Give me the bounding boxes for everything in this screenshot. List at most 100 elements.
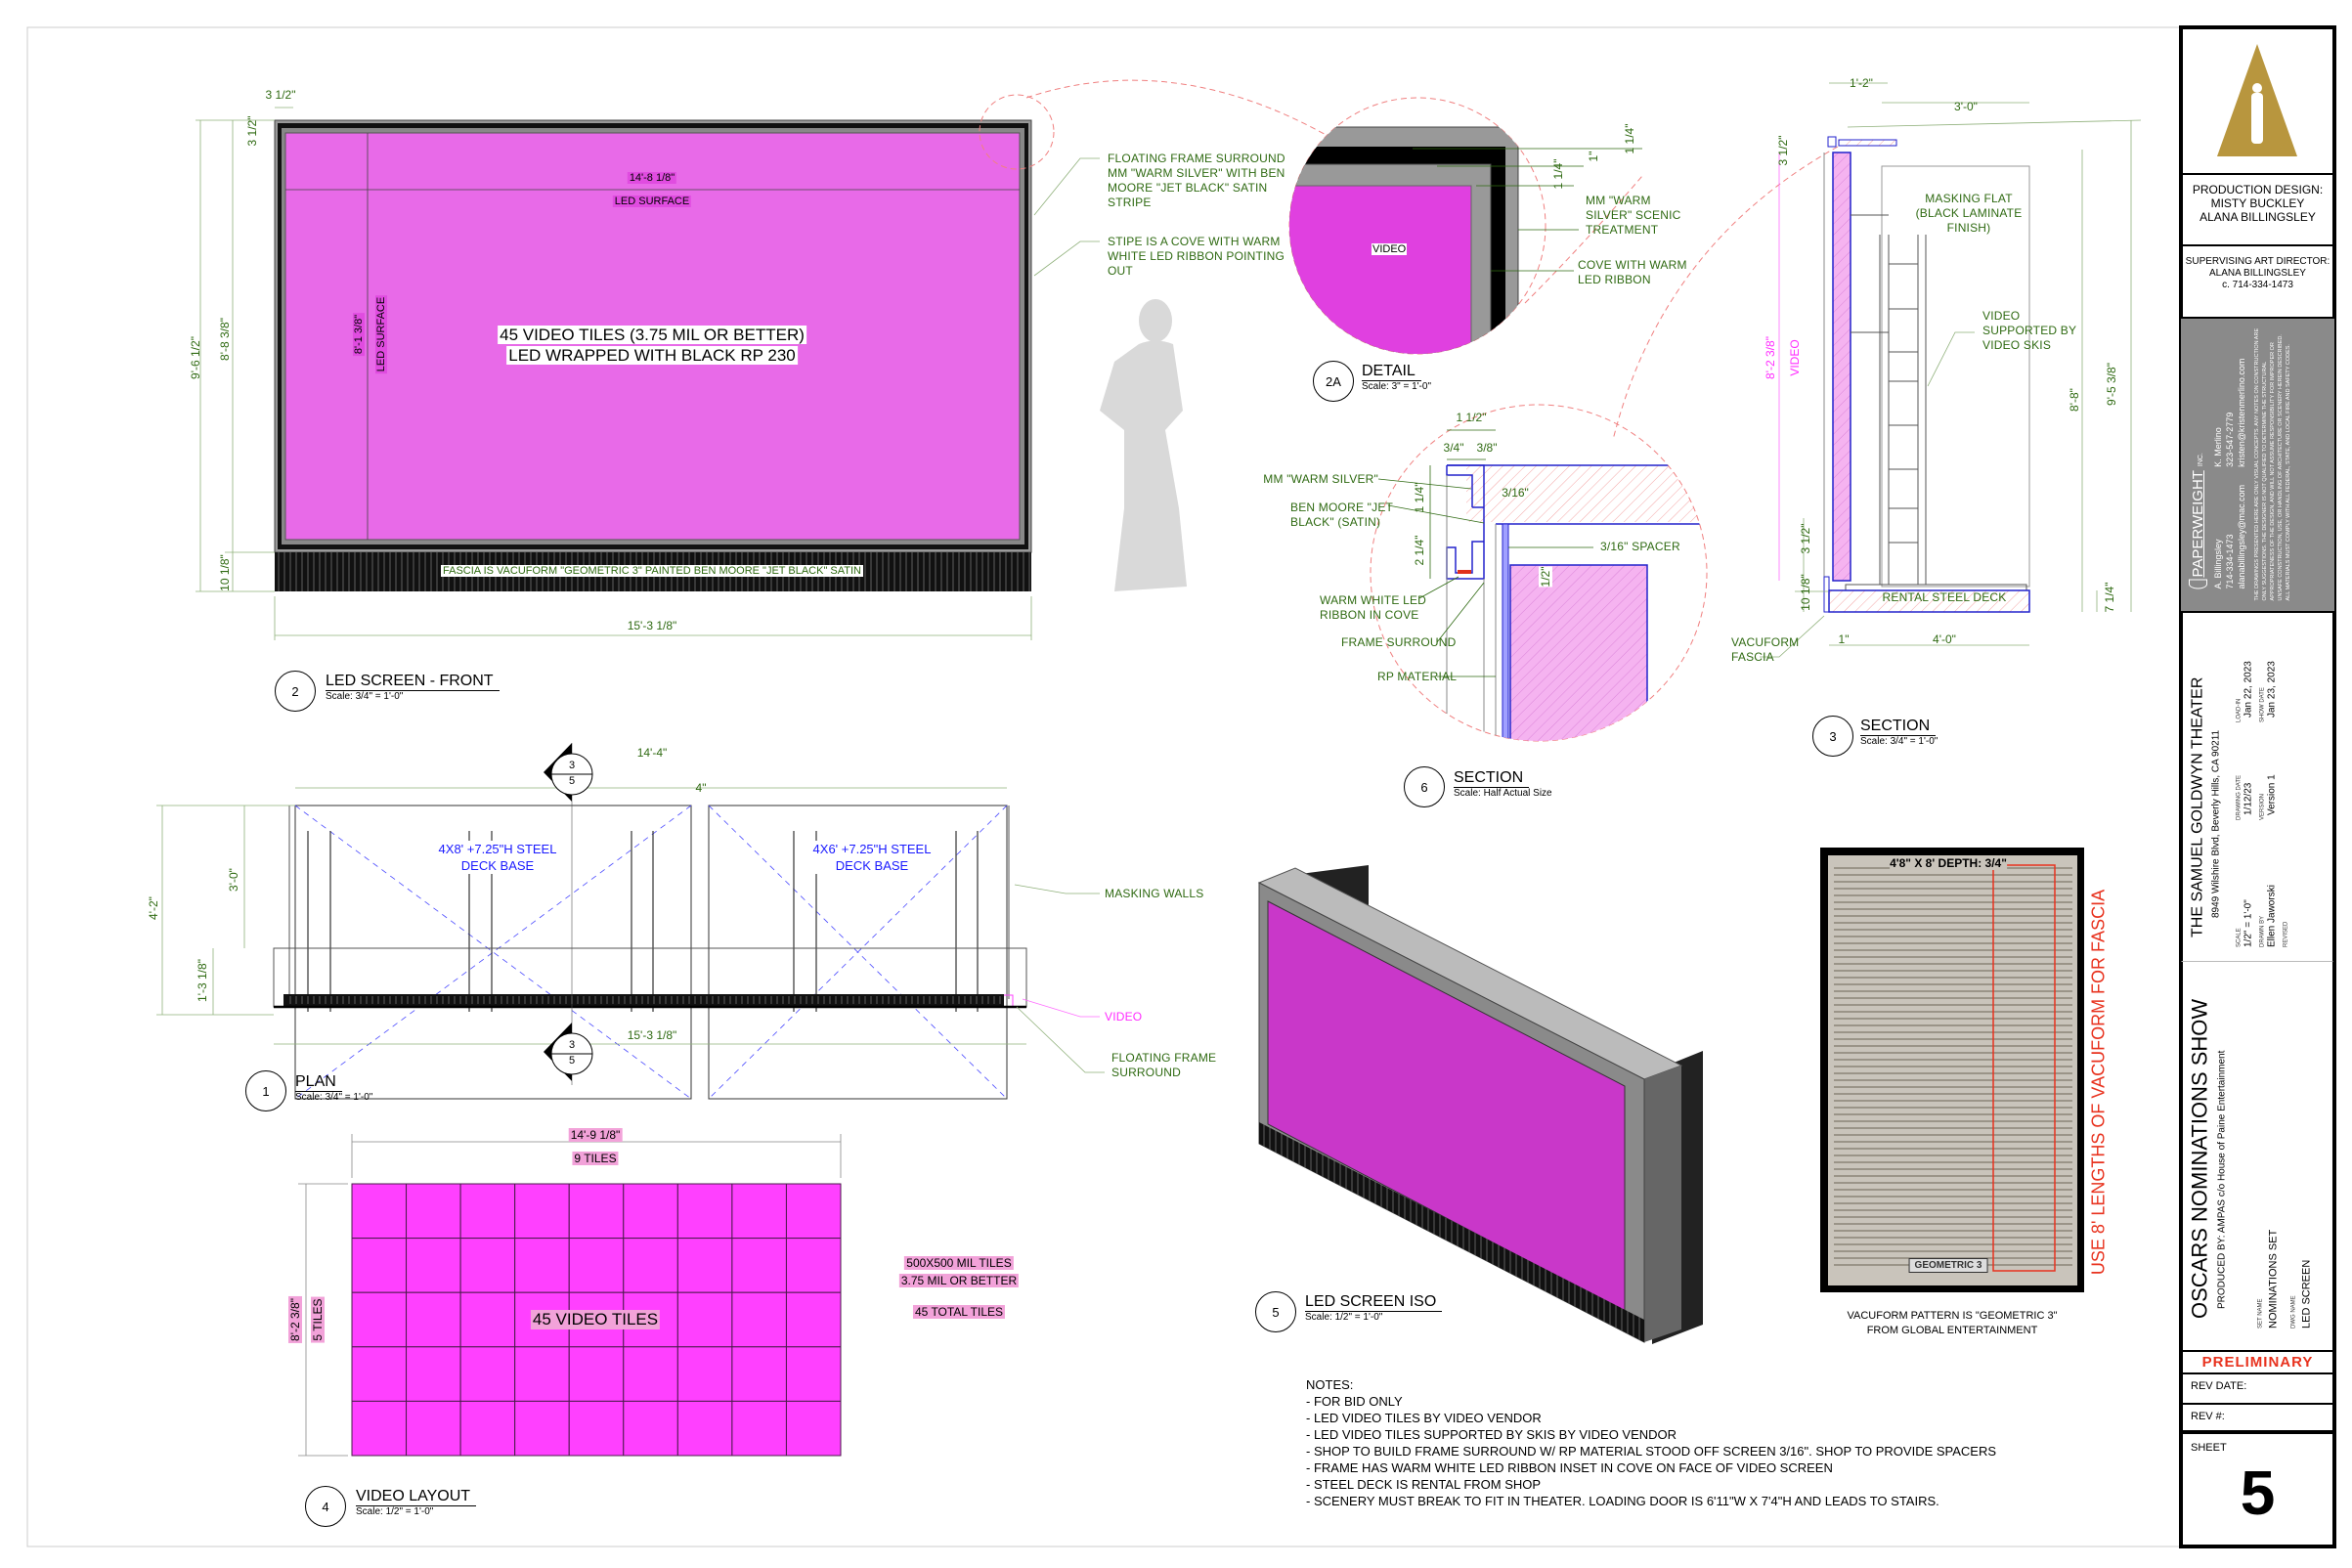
layout-rows: 5 TILES (311, 1296, 325, 1343)
view-number-1: 1 (245, 1070, 286, 1111)
s3-dim-1: 1'-2" (1850, 76, 1873, 90)
video-tile (785, 1238, 842, 1293)
video-tile (459, 1400, 516, 1457)
video-tile (676, 1400, 733, 1457)
dim-frame-height: 8'-8 3/8" (218, 318, 232, 361)
video-tile-grid (351, 1183, 842, 1457)
sheet-block: SHEET 5 (2181, 1430, 2334, 1546)
video-tile (459, 1238, 516, 1293)
video-tile (676, 1291, 733, 1348)
view-title-layout: VIDEO LAYOUT (356, 1488, 477, 1506)
sheet-number: 5 (2240, 1458, 2276, 1528)
led-surface-label: LED SURFACE (612, 196, 692, 207)
video-tile (568, 1238, 625, 1293)
dim-led-height: 8'-1 3/8" (353, 312, 365, 357)
status-preliminary: PRELIMINARY (2181, 1350, 2334, 1372)
video-tile (731, 1400, 787, 1457)
dim-led-width: 14'-8 1/8" (627, 172, 677, 184)
layout-center-label: 45 VIDEO TILES (530, 1310, 661, 1329)
section-marker-bottom-sheet[interactable]: 5 (568, 1055, 576, 1067)
section-3-drawing (1760, 82, 2142, 658)
layout-cols: 9 TILES (572, 1152, 619, 1165)
view-number-3: 3 (1812, 716, 1853, 757)
note-item: - LED VIDEO TILES BY VIDEO VENDOR (1306, 1411, 1542, 1425)
video-tile (514, 1400, 570, 1457)
view-scale-section3: Scale: 3/4" = 1'-0" (1860, 736, 1938, 747)
main-label-line2: LED WRAPPED WITH BLACK RP 230 (506, 346, 798, 365)
plan-dim-overall: 15'-3 1/8" (627, 1028, 677, 1042)
video-tile (623, 1400, 678, 1457)
view-title-iso: LED SCREEN ISO (1305, 1293, 1443, 1312)
video-tile (351, 1400, 408, 1457)
fascia-note: FASCIA IS VACUFORM "GEOMETRIC 3" PAINTED… (441, 565, 863, 577)
video-tile (406, 1291, 461, 1348)
s3-dim-deck-w: 4'-0" (1933, 632, 1956, 646)
s6-dim-b: 3/8" (1476, 441, 1498, 455)
plan-dim-deck: 3'-0" (227, 868, 240, 892)
video-tile (623, 1346, 678, 1402)
s3-dim-gap: 1" (1838, 632, 1850, 646)
show-title: OSCARS NOMINATIONS SHOW (2187, 998, 2212, 1319)
video-tile (406, 1238, 461, 1293)
layout-height: 8'-2 3/8" (288, 1296, 302, 1343)
vacuform-side-note: USE 8' LENGTHS OF VACUFORM FOR FASCIA (2088, 889, 2109, 1276)
view-scale-section6: Scale: Half Actual Size (1454, 788, 1552, 799)
video-tile (514, 1183, 570, 1240)
video-tile (568, 1183, 625, 1240)
s6-dim-gap: 3/16" (1502, 486, 1529, 500)
human-silhouette-icon (1100, 299, 1187, 591)
video-tile (785, 1291, 842, 1348)
s3-dim-top: 3 1/2" (1776, 135, 1790, 166)
detail-video-label: VIDEO (1372, 243, 1408, 255)
layout-width: 14'-9 1/8" (568, 1128, 623, 1142)
plan-note-video: VIDEO (1105, 1010, 1143, 1024)
view-title-detail: DETAIL (1362, 363, 1421, 381)
led-surface-label-vertical: LED SURFACE (375, 294, 387, 374)
video-tile (731, 1183, 787, 1240)
detail-2a-drawing (1289, 126, 1519, 354)
video-tile (731, 1291, 787, 1348)
plan-note-masking: MASKING WALLS (1105, 887, 1204, 900)
video-tile (351, 1346, 408, 1402)
video-tile (351, 1291, 408, 1348)
plan-dim-gap: 4" (695, 781, 707, 795)
paperweight-block (2181, 317, 2334, 611)
production-design-block: PRODUCTION DESIGN: MISTY BUCKLEY ALANA B… (2181, 173, 2334, 244)
section-marker-bottom-num[interactable]: 3 (568, 1039, 576, 1051)
dim-side-frame: 3 1/2" (245, 115, 259, 147)
video-tile (351, 1238, 408, 1293)
note-item: - FRAME HAS WARM WHITE LED RIBBON INSET … (1306, 1460, 1833, 1475)
view-title-plan: PLAN (295, 1073, 342, 1092)
dim-fascia-height: 10 1/8" (218, 554, 232, 591)
section-6-drawing (1446, 464, 1707, 741)
front-main-label: 45 VIDEO TILES (3.75 MIL OR BETTER) LED … (498, 325, 806, 366)
note-item: - SCENERY MUST BREAK TO FIT IN THEATER. … (1306, 1494, 1939, 1508)
s3-dim-mask: 8'-8" (2068, 388, 2081, 412)
plan-dim-width: 14'-4" (636, 746, 668, 760)
plan-dim-front: 1'-3 1/8" (196, 959, 209, 1002)
video-tile (785, 1400, 842, 1457)
dim-top-frame: 3 1/2" (265, 88, 296, 102)
view-title-front: LED SCREEN - FRONT (326, 673, 500, 691)
s3-video-label: VIDEO (1788, 339, 1802, 376)
dim-overall-height: 9'-6 1/2" (189, 336, 202, 379)
view-scale-front: Scale: 3/4" = 1'-0" (326, 691, 404, 702)
section-marker-top-sheet[interactable]: 5 (568, 775, 576, 787)
s6-dim-h-a: 1 1/4" (1413, 482, 1426, 513)
rev-number-field: REV #: (2181, 1403, 2334, 1430)
s6-dim-h-b: 2 1/4" (1413, 535, 1426, 566)
view-number-5: 5 (1255, 1291, 1296, 1332)
view-number-6: 6 (1404, 766, 1445, 807)
section-marker-top-num[interactable]: 3 (568, 760, 576, 771)
view-scale-iso: Scale: 1/2" = 1'-0" (1305, 1312, 1383, 1323)
s3-dim-2: 3'-0" (1954, 100, 1978, 113)
view-scale-plan: Scale: 3/4" = 1'-0" (295, 1092, 373, 1103)
